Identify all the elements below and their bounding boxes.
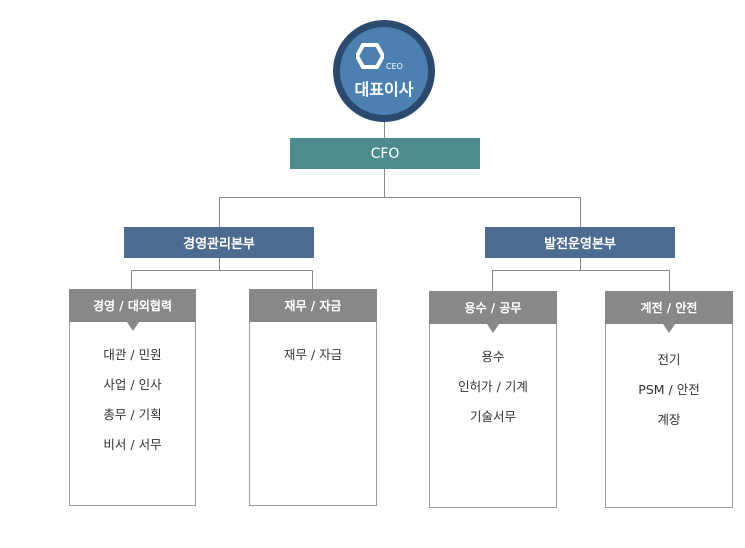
team-arrow [487, 324, 499, 333]
team-item: PSM / 안전 [638, 382, 700, 397]
team-item-list: 용수 인허가 / 기계 기술서무 [430, 347, 556, 437]
team-header: 계전 / 안전 [605, 291, 733, 324]
team-item: 재무 / 자금 [283, 347, 343, 362]
team-item: 대관 / 민원 [103, 347, 162, 362]
team-item: 용수 [481, 349, 505, 364]
team-item: 계장 [657, 412, 681, 427]
connector-line [669, 270, 670, 291]
team-header: 재무 / 자금 [249, 289, 377, 322]
ceo-node [340, 27, 428, 115]
connector-line [219, 197, 220, 227]
hexagon-icon [356, 43, 384, 69]
team-item: 전기 [657, 352, 681, 367]
team-item: 기술서무 [469, 409, 516, 424]
ceo-small-label: CEO [386, 62, 403, 71]
team-item-list: 대관 / 민원 사업 / 인사 총무 / 기획 비서 / 서무 [70, 345, 195, 465]
ceo-label: 대표이사 [354, 80, 414, 99]
connector-line [219, 197, 580, 198]
connector-line [492, 270, 669, 271]
connector-line [580, 197, 581, 227]
team-item: 총무 / 기획 [103, 407, 162, 422]
cfo-box: CFO [290, 138, 480, 169]
team-item: 인허가 / 기계 [458, 379, 528, 394]
division-box-management: 경영관리본부 [124, 227, 314, 258]
team-header: 경영 / 대외협력 [69, 289, 196, 322]
cfo-label: CFO [370, 145, 400, 162]
team-card: 용수 / 공무 용수 인허가 / 기계 기술서무 [429, 291, 557, 508]
team-card: 계전 / 안전 전기 PSM / 안전 계장 [605, 291, 733, 508]
team-label: 용수 / 공무 [464, 301, 522, 315]
team-card: 재무 / 자금 재무 / 자금 [249, 289, 377, 506]
team-item: 비서 / 서무 [103, 437, 162, 452]
division-box-operations: 발전운영본부 [485, 227, 675, 258]
team-arrow [663, 324, 675, 333]
connector-line [492, 270, 493, 291]
team-item-list: 전기 PSM / 안전 계장 [606, 350, 732, 440]
connector-line [384, 169, 385, 197]
team-label: 계전 / 안전 [640, 301, 698, 315]
team-header: 용수 / 공무 [429, 291, 557, 324]
connector-line [131, 270, 312, 271]
division-label: 발전운영본부 [544, 237, 616, 252]
team-label: 재무 / 자금 [284, 299, 342, 313]
team-card: 경영 / 대외협력 대관 / 민원 사업 / 인사 총무 / 기획 비서 / 서… [69, 289, 196, 506]
team-item-list: 재무 / 자금 [250, 345, 376, 375]
team-item: 사업 / 인사 [103, 377, 162, 392]
connector-line [384, 122, 385, 138]
connector-line [312, 270, 313, 289]
connector-line [580, 258, 581, 270]
team-arrow [126, 322, 139, 331]
team-label: 경영 / 대외협력 [93, 299, 172, 313]
division-label: 경영관리본부 [183, 237, 255, 252]
connector-line [219, 258, 220, 270]
connector-line [131, 270, 132, 289]
